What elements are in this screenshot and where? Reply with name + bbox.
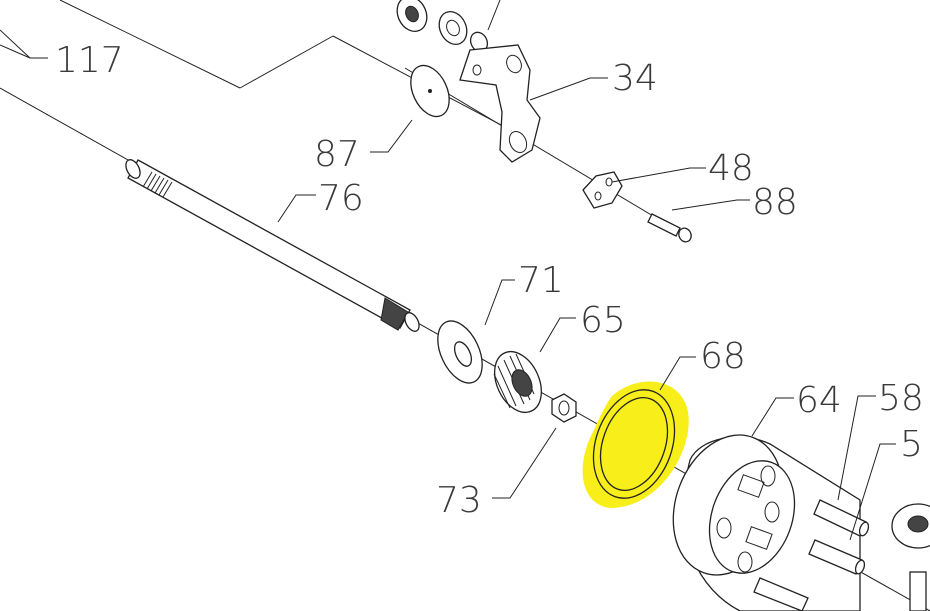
label-5x: 5 — [900, 424, 923, 465]
label-64: 64 — [796, 380, 842, 421]
label-68: 68 — [700, 336, 746, 377]
part-117 — [0, 29, 48, 59]
part-34-bracket — [459, 44, 608, 163]
label-88: 88 — [752, 182, 798, 223]
part-64-housing — [672, 397, 861, 611]
label-65: 65 — [580, 300, 626, 341]
bearing-stack — [396, 0, 501, 53]
label-117: 117 — [55, 40, 124, 81]
label-34: 34 — [612, 58, 658, 99]
label-73: 73 — [436, 480, 482, 521]
label-71: 71 — [518, 260, 564, 301]
pins-58 — [753, 395, 896, 611]
highlight-marker — [582, 381, 689, 508]
part-68-ring — [582, 356, 696, 508]
part-right-gear — [891, 503, 930, 611]
label-87: 87 — [314, 134, 360, 175]
part-71-washer — [437, 279, 515, 384]
part-65-gear — [493, 317, 576, 413]
label-76: 76 — [318, 178, 364, 219]
part-73-nut — [492, 393, 577, 499]
label-48: 48 — [708, 148, 754, 189]
part-87-washer — [370, 64, 450, 153]
part-88-bolt — [647, 199, 750, 243]
part-76-shaft — [125, 159, 420, 332]
label-58: 58 — [878, 378, 924, 419]
part-48-block — [582, 167, 706, 209]
